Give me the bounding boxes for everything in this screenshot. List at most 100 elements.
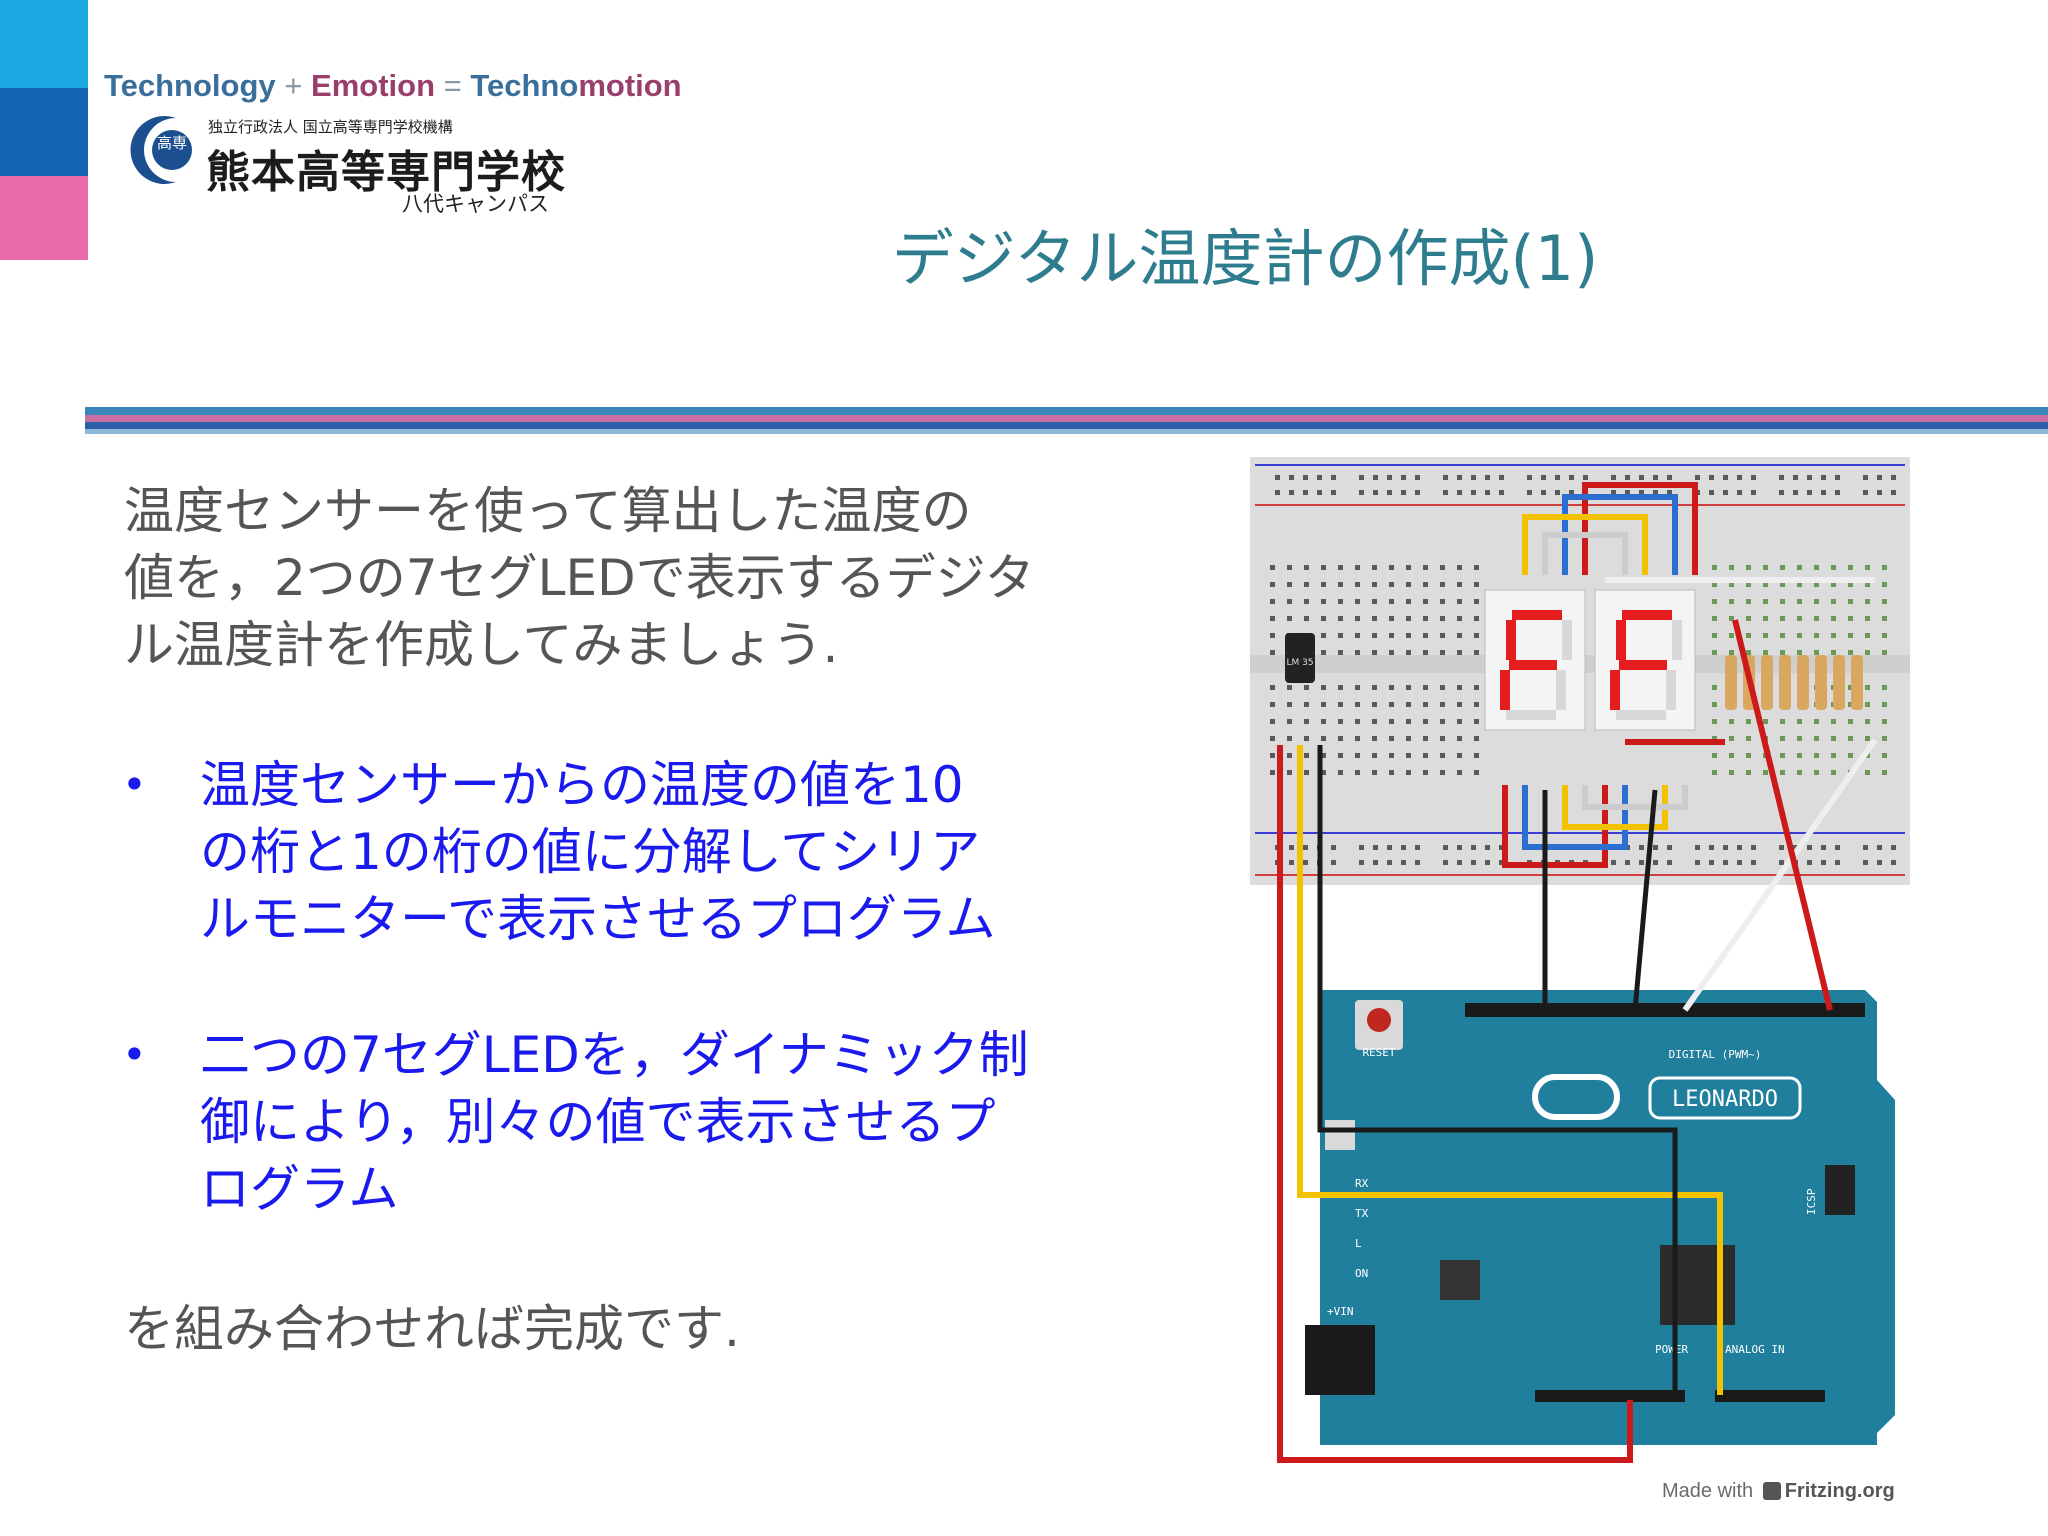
- breadboard-hole: [1763, 770, 1768, 775]
- breadboard-hole: [1338, 719, 1343, 724]
- breadboard-hole: [1746, 719, 1751, 724]
- breadboard-hole: [1303, 845, 1308, 850]
- breadboard-hole: [1457, 475, 1462, 480]
- breadboard-hole: [1304, 599, 1309, 604]
- breadboard-hole: [1406, 770, 1411, 775]
- vin-label: +VIN: [1327, 1305, 1354, 1318]
- breadboard-hole: [1639, 475, 1644, 480]
- breadboard-hole: [1406, 736, 1411, 741]
- resistor: [1815, 655, 1827, 710]
- breadboard-hole: [1423, 582, 1428, 587]
- breadboard-hole: [1287, 599, 1292, 604]
- breadboard-hole: [1387, 475, 1392, 480]
- tx-label: TX: [1355, 1207, 1369, 1220]
- breadboard-hole: [1401, 845, 1406, 850]
- breadboard-hole: [1457, 616, 1462, 621]
- breadboard-hole: [1729, 599, 1734, 604]
- lm35-sensor: [1285, 633, 1315, 683]
- breadboard-hole: [1423, 616, 1428, 621]
- resistor: [1761, 655, 1773, 710]
- breadboard-hole: [1780, 616, 1785, 621]
- bullet-item-2: 二つの7セグLEDを，ダイナミック制 御により，別々の値で表示させるプ ログラム: [200, 1022, 1100, 1223]
- org-subtitle: 独立行政法人 国立高等専門学校機構: [208, 118, 453, 136]
- breadboard-hole: [1653, 490, 1658, 495]
- bullet-dot-2: •: [122, 1030, 147, 1079]
- breadboard-hole: [1891, 860, 1896, 865]
- breadboard-hole: [1499, 845, 1504, 850]
- breadboard-hole: [1321, 633, 1326, 638]
- breadboard-hole: [1763, 599, 1768, 604]
- breadboard-hole: [1471, 490, 1476, 495]
- breadboard-hole: [1779, 490, 1784, 495]
- breadboard-hole: [1474, 736, 1479, 741]
- breadboard-hole: [1406, 753, 1411, 758]
- breadboard-hole: [1611, 490, 1616, 495]
- breadboard-hole: [1457, 582, 1462, 587]
- breadboard-hole: [1821, 860, 1826, 865]
- breadboard-hole: [1831, 565, 1836, 570]
- divider-light: [85, 429, 2048, 434]
- reset-button-cap[interactable]: [1367, 1008, 1391, 1032]
- resistor: [1833, 655, 1845, 710]
- seven-seg-segment: [1500, 670, 1510, 710]
- breadboard-hole: [1338, 702, 1343, 707]
- breadboard-hole: [1729, 650, 1734, 655]
- breadboard-hole: [1877, 860, 1882, 865]
- breadboard-hole: [1401, 860, 1406, 865]
- breadboard-hole: [1321, 770, 1326, 775]
- breadboard-hole: [1355, 736, 1360, 741]
- breadboard-hole: [1499, 860, 1504, 865]
- breadboard-hole: [1338, 753, 1343, 758]
- color-bar-cyan: [0, 0, 88, 88]
- breadboard-hole: [1373, 860, 1378, 865]
- breadboard-hole: [1763, 616, 1768, 621]
- breadboard-hole: [1709, 845, 1714, 850]
- breadboard-hole: [1527, 475, 1532, 480]
- voltage-regulator: [1440, 1260, 1480, 1300]
- breadboard-hole: [1457, 490, 1462, 495]
- bullet-2-line-2: 御により，別々の値で表示させるプ: [200, 1093, 996, 1151]
- breadboard-hole: [1270, 719, 1275, 724]
- breadboard-hole: [1389, 685, 1394, 690]
- breadboard-hole: [1807, 860, 1812, 865]
- breadboard-hole: [1527, 490, 1532, 495]
- power-jack: [1305, 1325, 1375, 1395]
- breadboard-hole: [1729, 582, 1734, 587]
- slide-title: デジタル温度計の作成(1): [891, 222, 1599, 295]
- breadboard-hole: [1359, 475, 1364, 480]
- wire-white-diag: [1682, 738, 1878, 1012]
- bullet-1-line-2: の桁と1の桁の値に分解してシリア: [200, 823, 981, 881]
- breadboard-hole: [1289, 490, 1294, 495]
- lm35-label: LM 35: [1286, 658, 1313, 668]
- breadboard-hole: [1372, 633, 1377, 638]
- resistor: [1797, 655, 1809, 710]
- breadboard-hole: [1797, 633, 1802, 638]
- breadboard-hole: [1737, 490, 1742, 495]
- breadboard-hole: [1653, 475, 1658, 480]
- breadboard-hole: [1751, 475, 1756, 480]
- breadboard-hole: [1797, 719, 1802, 724]
- board-name: LEONARDO: [1672, 1087, 1778, 1112]
- breadboard-hole: [1639, 490, 1644, 495]
- wire-blue-bottom: [1522, 785, 1628, 850]
- kosen-logo-icon: 高専: [130, 116, 192, 184]
- breadboard-hole: [1780, 633, 1785, 638]
- divider-navy: [85, 422, 2048, 429]
- breadboard-hole: [1780, 753, 1785, 758]
- wire-red-diag: [1732, 619, 1833, 1011]
- breadboard-hole: [1709, 490, 1714, 495]
- breadboard-hole: [1389, 719, 1394, 724]
- breadboard-hole: [1709, 475, 1714, 480]
- breadboard-hole: [1321, 702, 1326, 707]
- breadboard-hole: [1712, 770, 1717, 775]
- breadboard-hole: [1389, 565, 1394, 570]
- breadboard-hole: [1338, 582, 1343, 587]
- breadboard-hole: [1865, 650, 1870, 655]
- breadboard-hole: [1287, 702, 1292, 707]
- breadboard-hole: [1746, 565, 1751, 570]
- breadboard-hole: [1457, 565, 1462, 570]
- breadboard-hole: [1751, 845, 1756, 850]
- breadboard-hole: [1667, 860, 1672, 865]
- bullet-1-line-1: 温度センサーからの温度の値を10: [200, 756, 964, 814]
- breadboard-hole: [1865, 770, 1870, 775]
